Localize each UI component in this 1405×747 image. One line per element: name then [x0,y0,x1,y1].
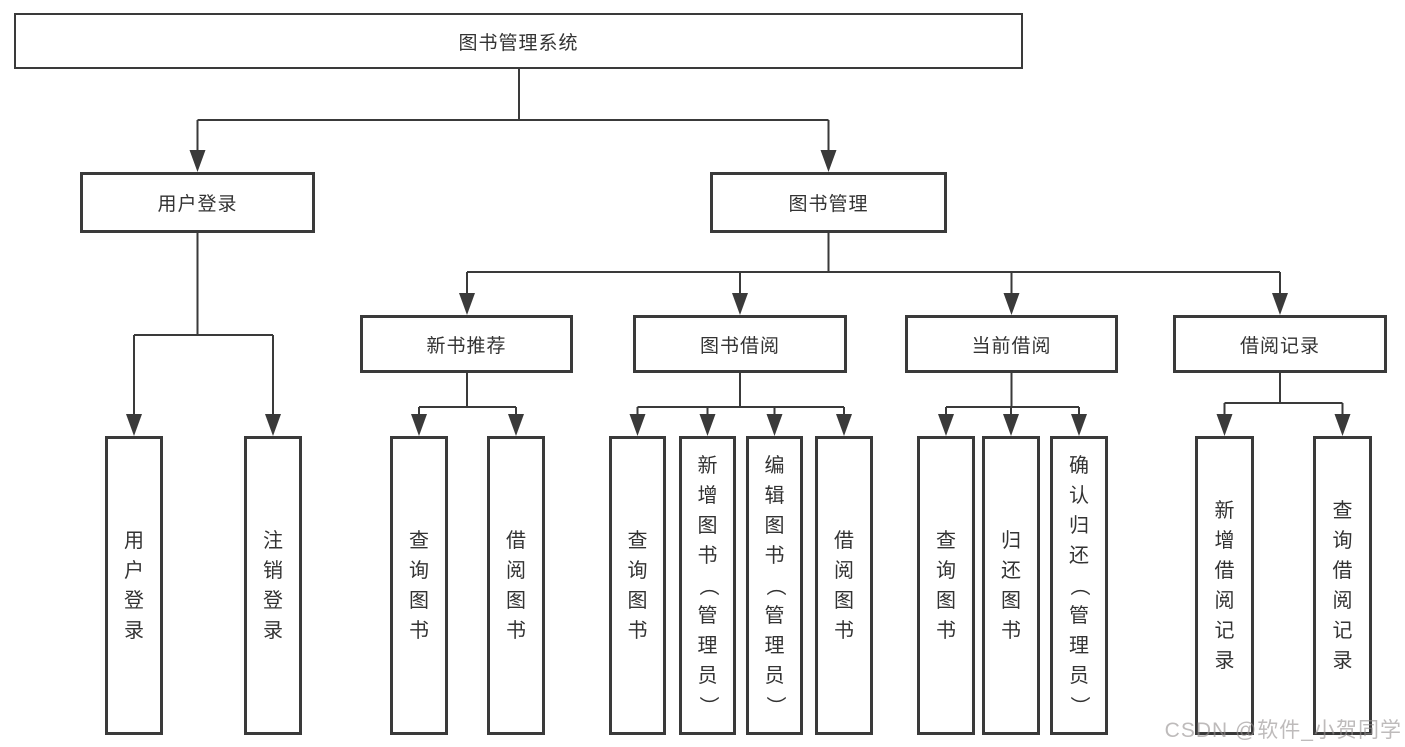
csdn-watermark: CSDN @软件_小贺同学 [1164,719,1402,742]
node-new-book-recommendation: 新书推荐 [360,315,573,373]
node-current-borrowing: 当前借阅 [905,315,1118,373]
node-book-borrowing: 图书借阅 [633,315,847,373]
node-user-login: 用户登录 [80,172,315,233]
node-borrow-books: 借阅图书 [815,436,873,735]
node-book-management: 图书管理 [710,172,947,233]
node-query-books-recommend: 查询图书 [390,436,448,735]
node-add-borrow-record: 新增借阅记录 [1195,436,1254,735]
node-logout: 注销登录 [244,436,302,735]
arrowheads [126,150,1351,436]
node-query-books-borrowing: 查询图书 [609,436,666,735]
node-query-borrow-record: 查询借阅记录 [1313,436,1372,735]
node-query-books-current: 查询图书 [917,436,975,735]
node-borrowing-records: 借阅记录 [1173,315,1387,373]
node-return-books: 归还图书 [982,436,1040,735]
node-confirm-return-admin: 确认归还（管理员） [1050,436,1108,735]
node-edit-book-admin: 编辑图书（管理员） [746,436,803,735]
node-library-management-system: 图书管理系统 [14,13,1023,69]
node-borrow-books-recommend: 借阅图书 [487,436,545,735]
node-user-login-action: 用户登录 [105,436,163,735]
node-add-book-admin: 新增图书（管理员） [679,436,736,735]
